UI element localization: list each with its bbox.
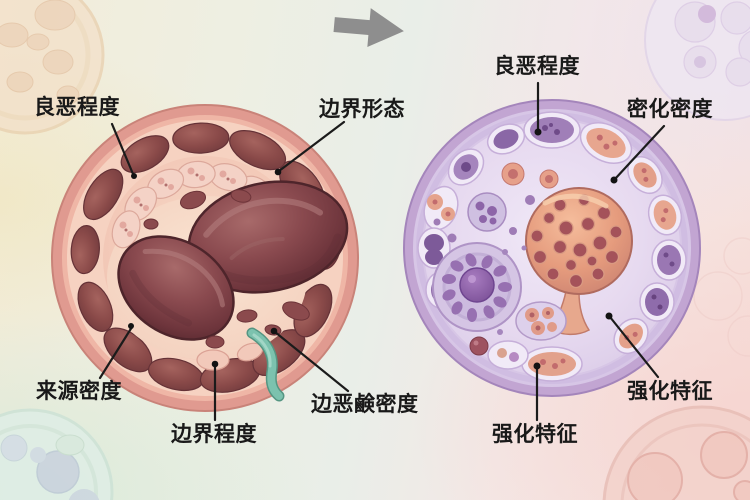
label-benign-malignant-right: 良恶程度 [494,55,580,78]
label-benign-malignant-left: 良恶程度 [34,96,120,119]
right-cell-berry-sphere [525,187,633,336]
decorative-cell-top-right [644,0,750,121]
decorative-cells-right-middle [693,237,750,357]
left-cell-nucleus-right [187,180,349,294]
decorative-cell-bottom-left [0,408,114,500]
right-cell-morula-sphere [432,242,522,332]
annotation-lines [98,81,666,422]
label-enhancement-feature-right: 强化特征 [627,380,713,403]
label-enhancement-feature-bottom: 强化特征 [492,423,578,446]
right-cell-bottom-cluster [515,301,567,341]
decorative-cell-bottom-right [602,405,750,500]
right-cell-small-bodies [433,162,559,335]
label-boundary-morphology: 边界形态 [319,98,405,121]
left-cell-illustration [51,104,359,412]
left-cell-teal-tail [246,327,285,402]
label-boundary-degree: 边界程度 [171,423,257,446]
label-densification-density: 密化密度 [627,98,713,121]
label-source-density: 来源密度 [36,380,122,403]
annotation-dots [128,128,618,370]
decorative-cell-top-left [0,0,105,135]
left-cell-nucleus-left [117,235,235,341]
right-cell-small-sphere [467,192,507,232]
label-edge-density: 边恶鹸密度 [311,393,419,416]
right-cell-illustration [403,99,701,397]
right-cell-peripheral-capsules [417,111,687,382]
arrow-right-icon [333,8,404,48]
